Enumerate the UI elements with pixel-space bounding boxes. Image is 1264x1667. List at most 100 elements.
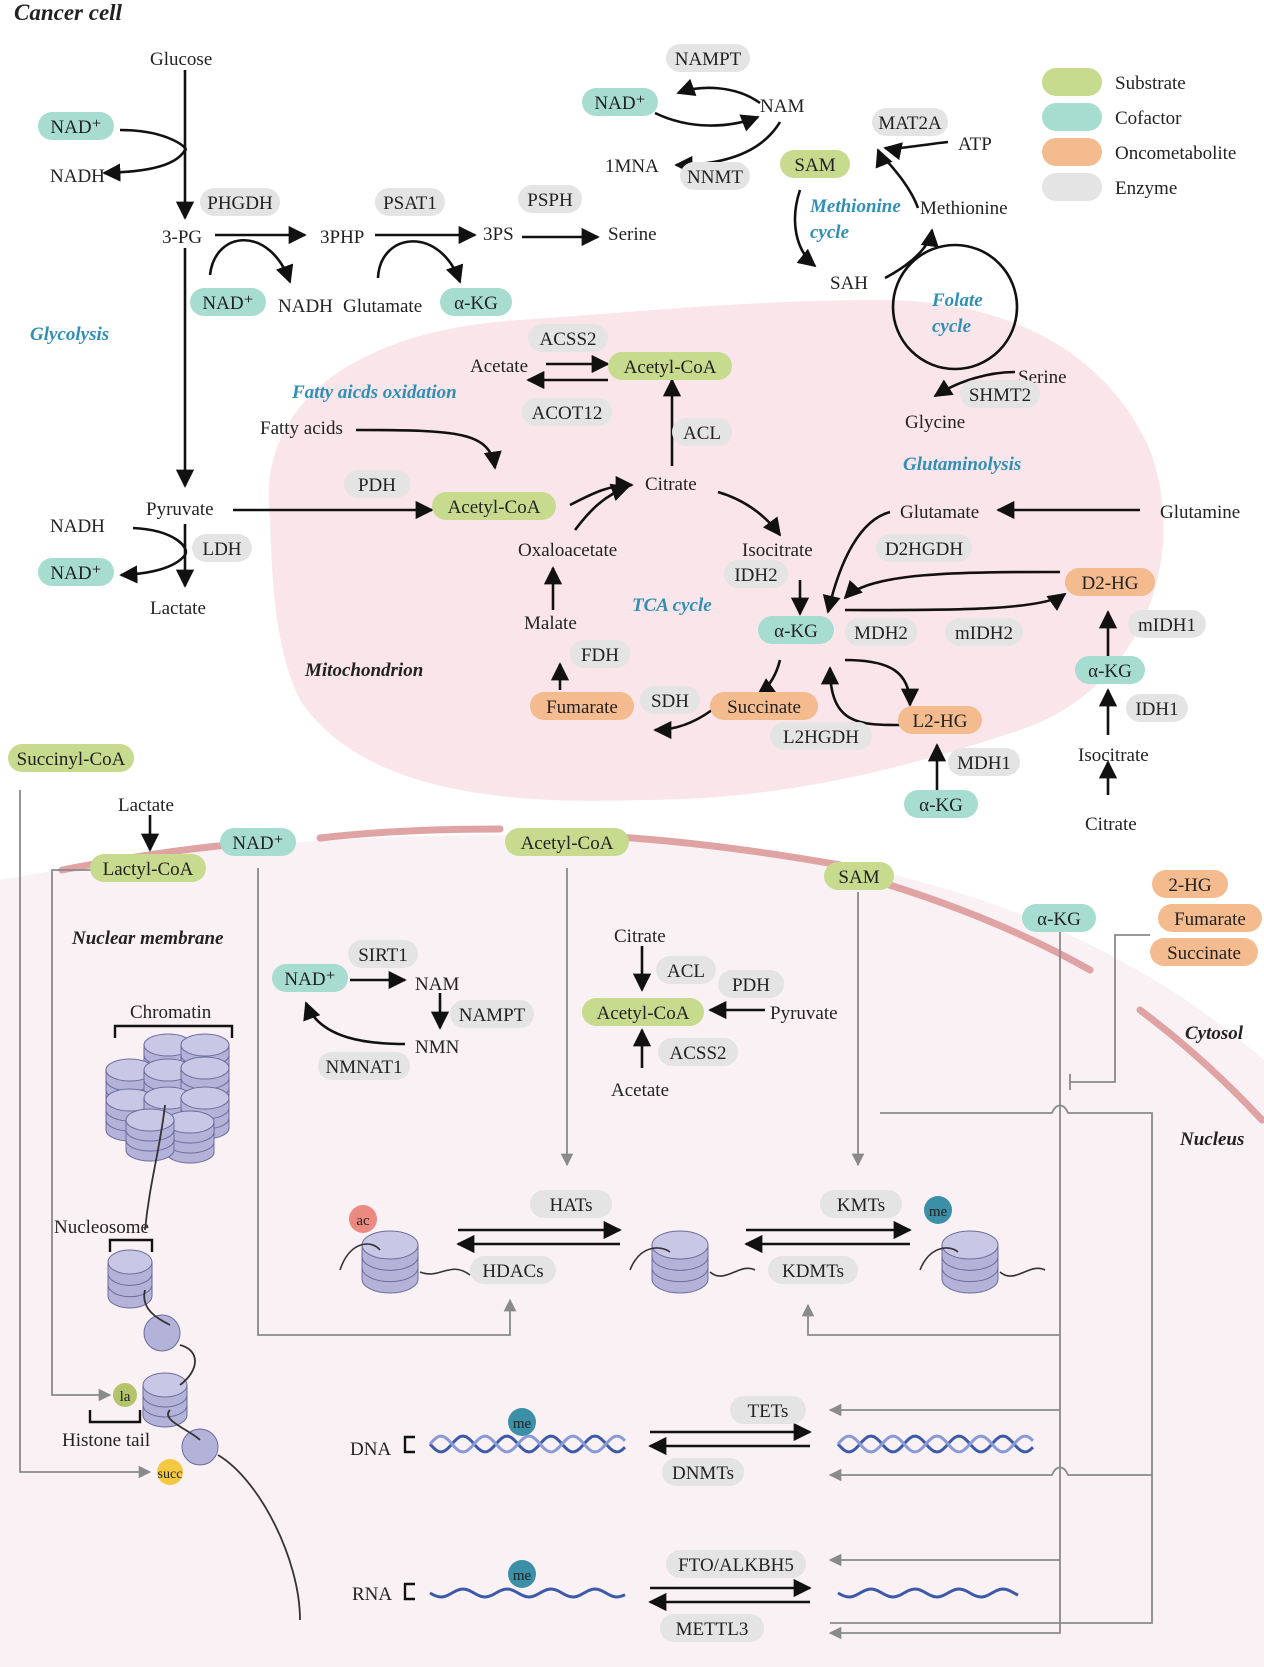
glutamate-label-1: Glutamate (343, 296, 422, 317)
phgdh-pill-label: PHGDH (207, 193, 273, 214)
nampt-2-pill-bg (450, 1000, 534, 1028)
hdacs-pill: HDACs (470, 1256, 556, 1284)
epigenetic-marks: ac me la succ me me (113, 1196, 952, 1588)
legend-enzyme-swatch (1042, 173, 1102, 201)
tets-pill-label: TETs (748, 1401, 789, 1422)
akg-2-pill: α-KG (758, 616, 834, 644)
twohg-pill: 2-HG (1152, 870, 1228, 898)
methionine-label: Methionine (920, 198, 1008, 219)
akg-2-pill-label: α-KG (774, 621, 818, 642)
sah-label: SAH (830, 273, 868, 294)
acl-2-pill-bg (656, 956, 716, 984)
nadh-label-3: NADH (50, 516, 105, 537)
nad-5-pill-bg (220, 828, 296, 856)
nucleosome-label: Nucleosome (54, 1217, 149, 1238)
acl-1-pill-bg (672, 418, 732, 446)
nucleosome-2 (142, 1372, 188, 1428)
midh1-pill-label: mIDH1 (1138, 615, 1196, 636)
l2hg-pill-label: L2-HG (913, 711, 968, 732)
nad-2-pill-label: NAD⁺ (202, 293, 253, 314)
three-php-label: 3PHP (320, 227, 364, 248)
nad-3-pill: NAD⁺ (582, 88, 658, 116)
tets-pill-bg (730, 1396, 806, 1424)
psat1-pill: PSAT1 (375, 188, 445, 216)
three-ps-label: 3PS (483, 224, 514, 245)
midh1-pill: mIDH1 (1128, 610, 1206, 638)
nucleus-region (0, 835, 1264, 1667)
nad-1-pill-bg (38, 112, 114, 140)
sdh-pill-bg (640, 686, 700, 714)
midh2-pill: mIDH2 (945, 618, 1023, 646)
dnmts-pill: DNMTs (662, 1458, 744, 1486)
phgdh-pill-bg (200, 188, 280, 216)
nad-4-pill-bg (38, 558, 114, 586)
psph-pill-bg (518, 185, 582, 213)
legend-oncometabolite-label: Oncometabolite (1115, 143, 1236, 164)
pdh-1-pill: PDH (344, 470, 410, 498)
hats-pill-bg (530, 1190, 612, 1218)
legend-oncometabolite-swatch (1042, 138, 1102, 166)
lactate-label-1: Lactate (150, 598, 206, 619)
shmt2-pill: SHMT2 (960, 380, 1040, 408)
idh1-pill-label: IDH1 (1135, 699, 1178, 720)
d2hgdh-pill-bg (876, 534, 972, 562)
mat2a-pill-label: MAT2A (878, 113, 942, 134)
mdh2-pill-label: MDH2 (854, 623, 908, 644)
mettl3-pill-bg (660, 1614, 764, 1642)
glutamine-label: Glutamine (1160, 502, 1240, 523)
lactylcoa-pill-label: Lactyl-CoA (103, 859, 194, 880)
citrate-label-1: Citrate (645, 474, 697, 495)
nad-4-pill: NAD⁺ (38, 558, 114, 586)
citrate-label-3: Citrate (614, 926, 666, 947)
acss2-2-pill-bg (658, 1038, 738, 1066)
akg-1-pill-bg (440, 288, 512, 316)
phgdh-pill: PHGDH (200, 188, 280, 216)
nad-2-pill-bg (190, 288, 266, 316)
rna-methyl-mark-label: me (513, 1568, 532, 1584)
mettl3-pill: METTL3 (660, 1614, 764, 1642)
acetylcoa-2-pill: Acetyl-CoA (432, 492, 556, 520)
acetate-label-1: Acetate (470, 356, 528, 377)
acot12-pill: ACOT12 (522, 398, 612, 426)
acss2-1-pill-bg (528, 324, 608, 352)
nucleic-acid-strands (428, 1434, 1035, 1599)
l2hg-pill: L2-HG (898, 706, 982, 734)
histone-methyl-mark (924, 1196, 952, 1224)
nampt-2-pill-label: NAMPT (459, 1005, 526, 1026)
idh1-pill-bg (1126, 694, 1188, 722)
nad-6-pill: NAD⁺ (272, 964, 348, 992)
fto-pill-bg (666, 1550, 806, 1578)
nad-1-pill: NAD⁺ (38, 112, 114, 140)
fto-pill: FTO/ALKBH5 (666, 1550, 806, 1578)
nam-label-1: NAM (760, 96, 804, 117)
ldh-pill-label: LDH (202, 539, 241, 560)
rna-strand-unmethylated (837, 1587, 1019, 1599)
cytosol-label: Cytosol (1185, 1023, 1244, 1044)
nadh-label-1: NADH (50, 166, 105, 187)
fdh-pill-label: FDH (581, 645, 619, 666)
shmt2-pill-label: SHMT2 (969, 385, 1031, 406)
acss2-1-pill: ACSS2 (528, 324, 608, 352)
fumarate-2-pill-bg (1158, 904, 1262, 932)
nnmt-pill: NNMT (680, 162, 750, 190)
three-pg-label: 3-PG (162, 227, 202, 248)
acot12-pill-label: ACOT12 (532, 403, 603, 424)
idh2-pill-bg (724, 560, 788, 588)
kdmts-pill-bg (768, 1256, 858, 1284)
citrate-label-2: Citrate (1085, 814, 1137, 835)
l2hgdh-pill-label: L2HGDH (783, 727, 859, 748)
d2hgdh-pill-label: D2HGDH (885, 539, 963, 560)
akg-4-pill: α-KG (904, 790, 978, 818)
succinylcoa-pill-bg (8, 744, 134, 772)
diagram-title: Cancer cell (14, 0, 123, 25)
nad-3-pill-label: NAD⁺ (594, 93, 645, 114)
twohg-pill-bg (1152, 870, 1228, 898)
succinylcoa-pill-label: Succinyl-CoA (17, 749, 126, 770)
akg-2-pill-bg (758, 616, 834, 644)
akg-1-pill-label: α-KG (454, 293, 498, 314)
acetyl-mark-label: ac (356, 1213, 370, 1229)
fdh-pill-bg (570, 640, 630, 668)
rna-label: RNA (352, 1584, 392, 1605)
sam-2-pill-bg (824, 862, 894, 890)
